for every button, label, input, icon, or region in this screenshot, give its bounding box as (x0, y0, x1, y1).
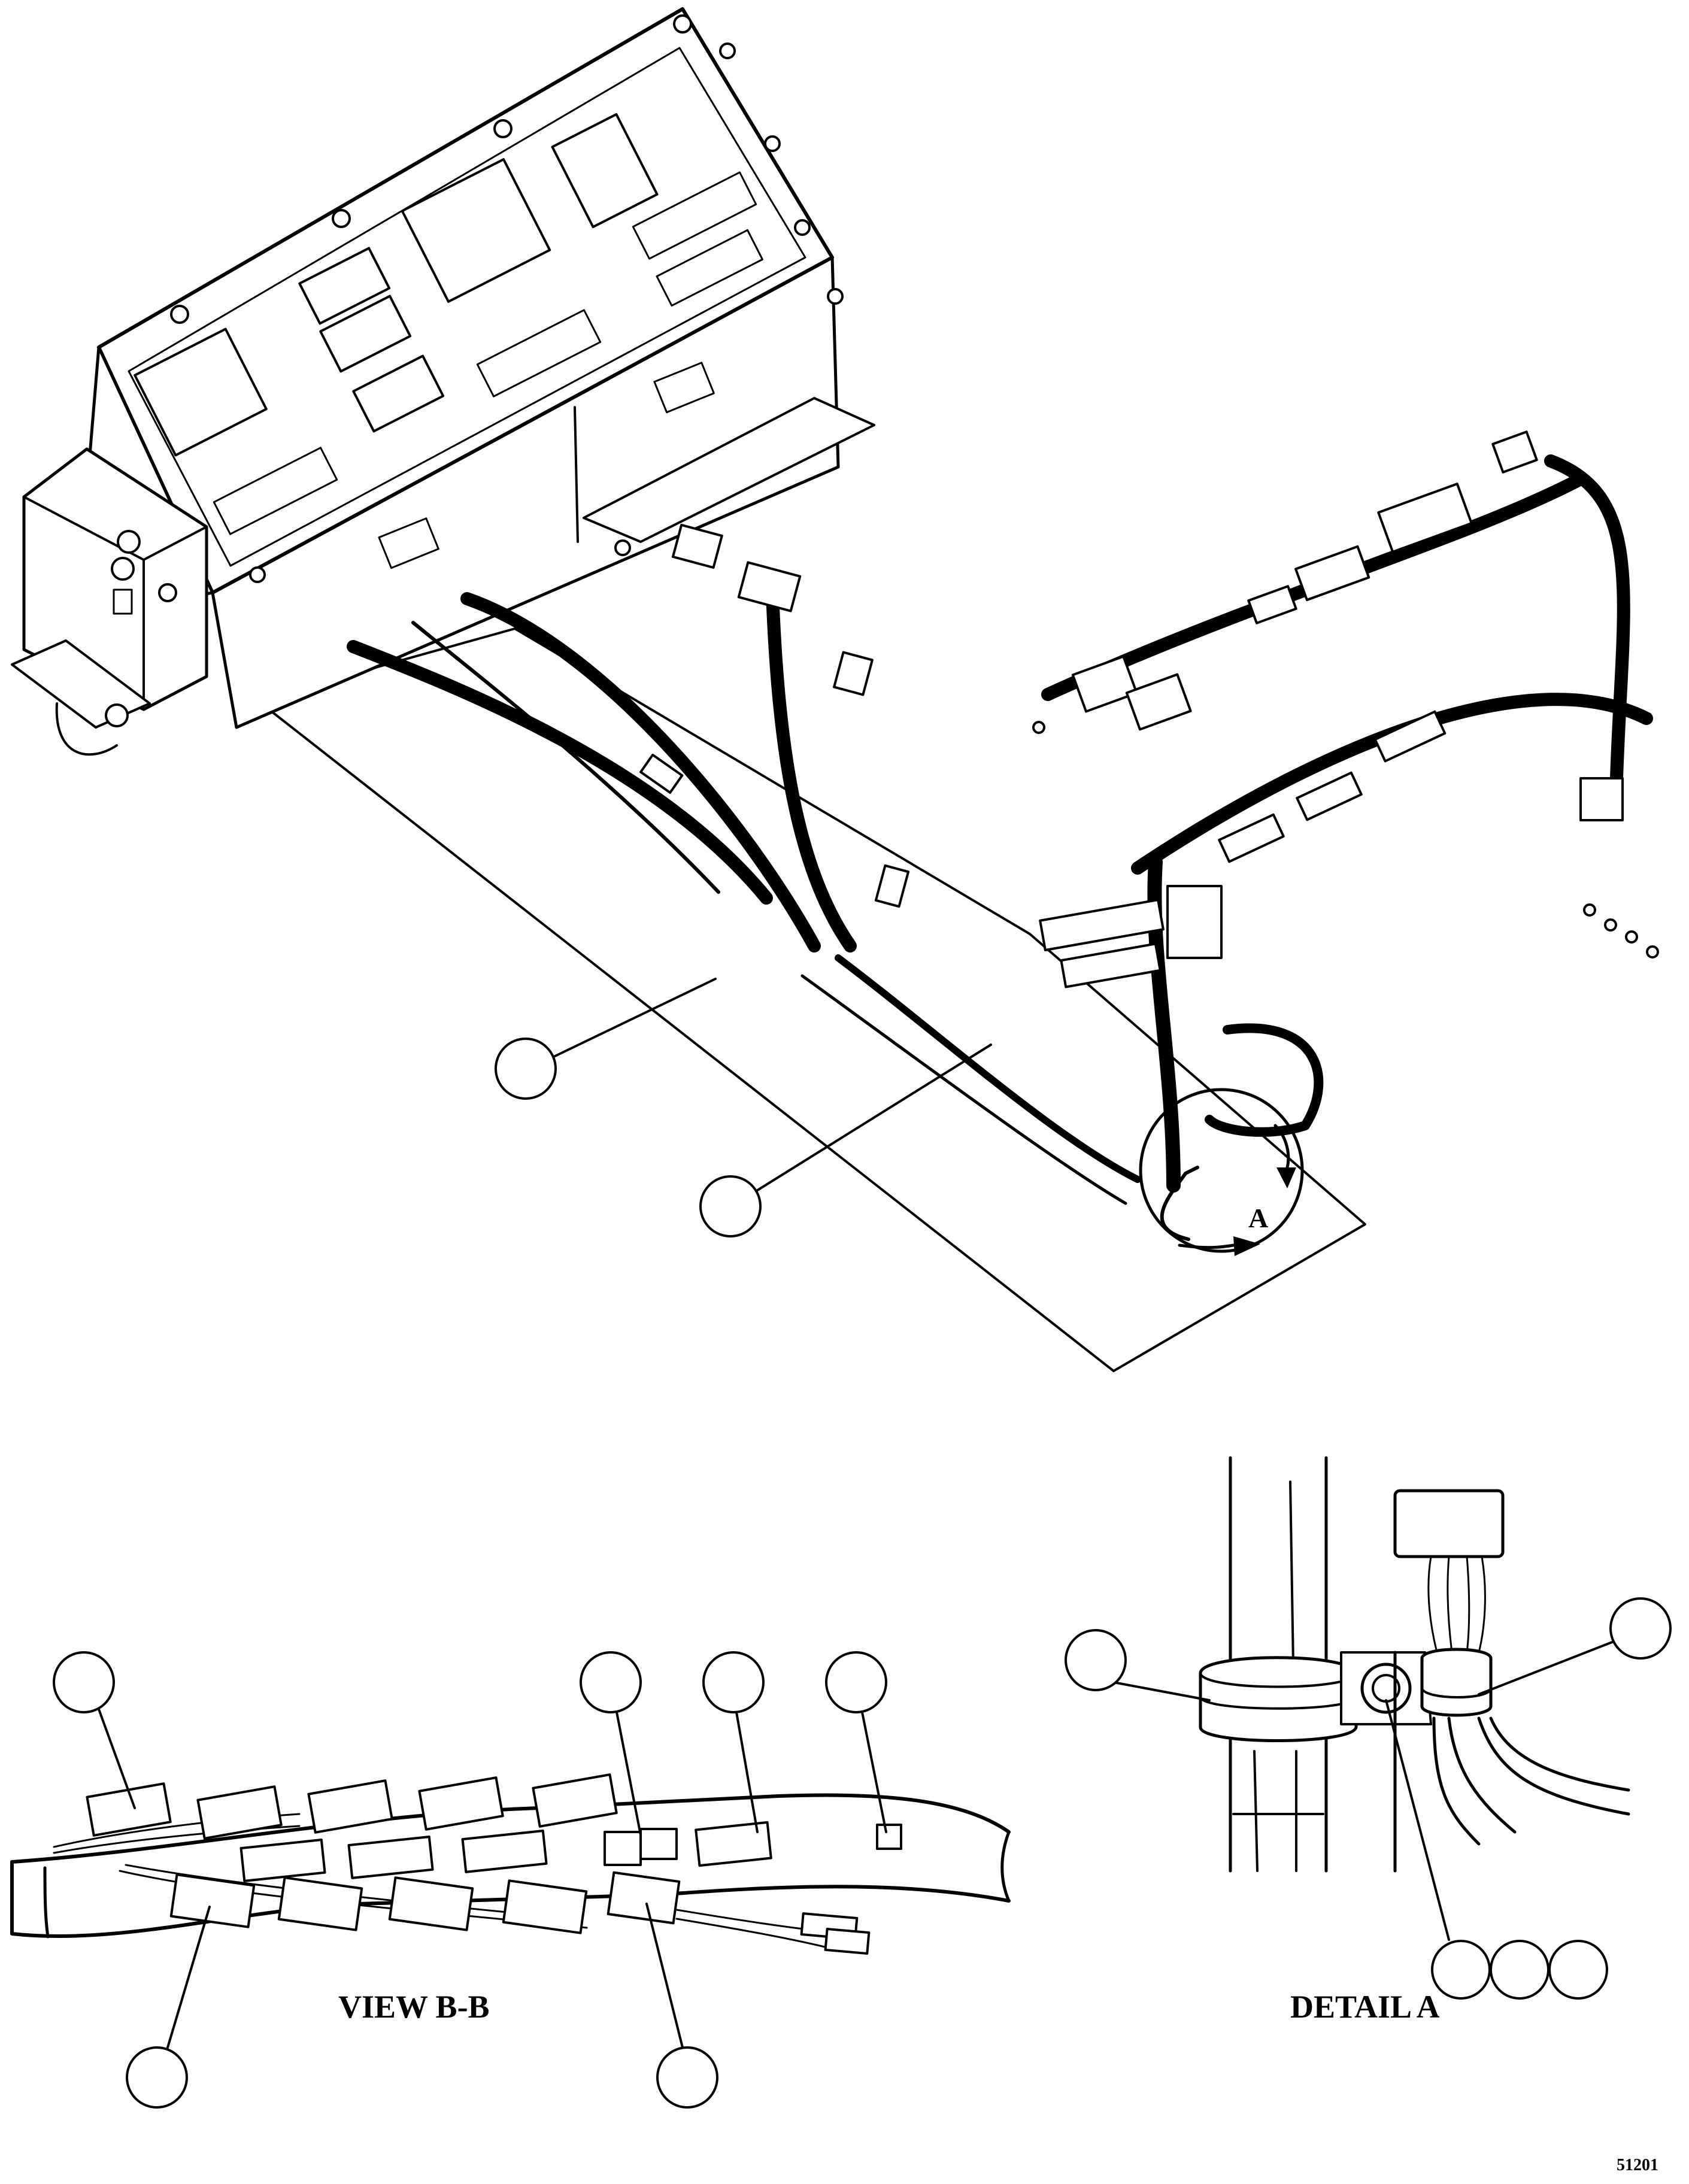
balloon-view-top-2 (580, 1651, 642, 1713)
detail-marker-label: A (1248, 1203, 1268, 1233)
panel-connector-blocks (213, 171, 763, 535)
balloon-view-top-4 (825, 1651, 887, 1713)
access-panel-left (378, 517, 439, 569)
detail-a: DETAIL A (1065, 1456, 1672, 2025)
main-leader-1 (553, 978, 717, 1058)
balloon-main-1 (495, 1038, 557, 1100)
balloon-view-bottom-1 (126, 2046, 188, 2109)
rotation-arrow-bottom (1233, 1236, 1260, 1256)
balloon-view-top-1 (53, 1651, 115, 1713)
view-b-b-title: VIEW B-B (338, 1989, 490, 2025)
ring-terminals (1032, 721, 1659, 958)
floor-plate (256, 627, 1366, 1372)
balloon-detail-right (1609, 1597, 1672, 1660)
balloon-view-top-3 (702, 1651, 765, 1713)
mounting-bracket (583, 397, 875, 543)
balloon-view-bottom-2 (656, 2046, 718, 2109)
panel-windows (134, 113, 659, 457)
main-assembly-view: A (11, 7, 1659, 1372)
cable-routing (347, 523, 1141, 1205)
detail-a-title: DETAIL A (1290, 1989, 1440, 2025)
access-panel-right (653, 362, 715, 414)
main-leader-2 (754, 1044, 992, 1193)
view-b-b-bottom-connectors (169, 1871, 681, 1934)
balloon-main-2 (699, 1175, 762, 1237)
detail-a-callout: A (1139, 1088, 1304, 1256)
switch-box (11, 447, 208, 756)
balloon-detail-bottom-2 (1490, 1940, 1549, 2000)
view-b-b: VIEW B-B (10, 1651, 1011, 2109)
balloon-detail-bottom-3 (1548, 1940, 1608, 2000)
rotation-arrow-right (1276, 1167, 1296, 1188)
view-b-b-middle-connectors (239, 1821, 902, 1882)
view-b-b-top-connectors (86, 1773, 618, 1840)
figure-number: 51201 (1617, 2156, 1658, 2174)
balloon-detail-left (1065, 1629, 1127, 1691)
balloon-detail-bottom-1 (1431, 1940, 1491, 2000)
right-wire-harness (1032, 430, 1659, 1193)
